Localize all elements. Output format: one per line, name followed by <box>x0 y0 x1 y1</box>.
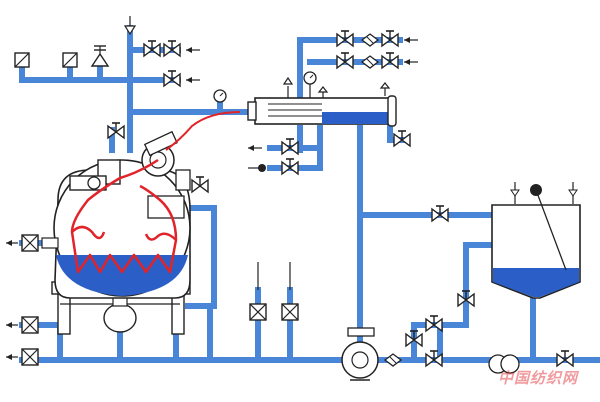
left-valves <box>6 234 39 366</box>
heating-coil <box>70 158 178 274</box>
agitator-motor-icon <box>488 354 520 374</box>
heat-exchanger <box>247 71 397 127</box>
feed-tank <box>491 182 581 299</box>
pressure-gauge-2-icon <box>303 71 317 85</box>
exchanger-vent-icon <box>282 76 294 98</box>
tank-inlet-2-icon <box>568 182 578 204</box>
check-valve-icon <box>384 353 402 367</box>
valve-vessel-side-icon <box>191 176 209 193</box>
valve-top-2-icon <box>163 70 181 87</box>
exchanger-bottom-valves <box>248 130 411 175</box>
exchanger-top-valves <box>336 30 418 69</box>
watermark: 中国纺织网 <box>497 369 578 387</box>
top-left-instruments <box>14 16 227 139</box>
vent-valve-icon <box>123 16 137 36</box>
pressure-gauge-1-icon <box>213 89 227 103</box>
filter-2-icon <box>361 55 379 69</box>
valve-box-left-1-icon <box>14 52 30 68</box>
valve-box-l3-icon <box>21 348 39 366</box>
exchanger-vent-2-icon <box>317 86 329 98</box>
valve-box-l2-icon <box>21 316 39 334</box>
valve-box-left-2-icon <box>62 52 78 68</box>
valve-top-1-icon <box>143 40 161 57</box>
circulation-pump-icon <box>341 327 379 381</box>
tank-inlet-1-icon <box>510 182 520 204</box>
safety-valve-icon <box>90 45 110 67</box>
valve-top-1b-icon <box>163 40 181 57</box>
valve-box-l1-icon <box>21 234 39 252</box>
valve-vessel-top-icon <box>107 122 125 139</box>
exchanger-vent-3-icon <box>379 82 391 96</box>
coil-feed-line <box>165 111 241 151</box>
filter-1-icon <box>361 33 379 47</box>
dyeing-vessel <box>41 130 209 335</box>
middle-valves <box>249 262 299 321</box>
